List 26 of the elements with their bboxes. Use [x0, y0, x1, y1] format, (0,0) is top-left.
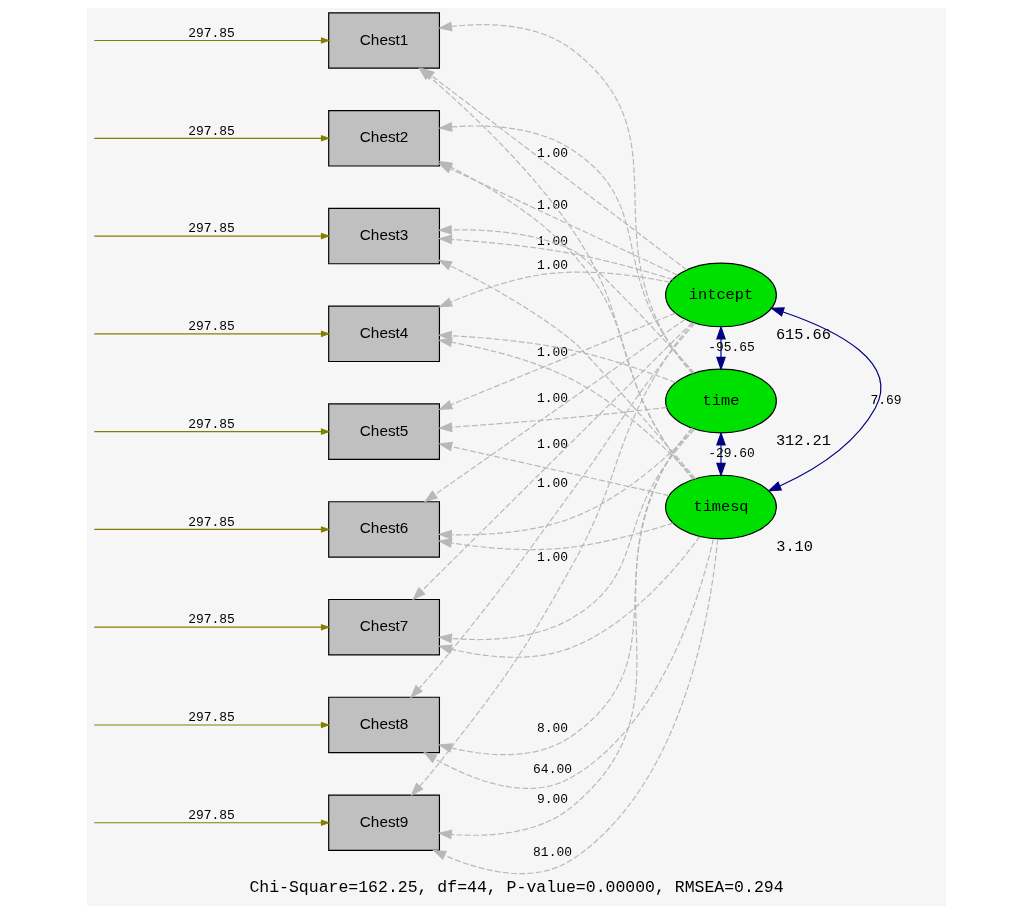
edge-label: 1.00: [536, 234, 568, 250]
edge-label: 1.00: [536, 257, 568, 273]
node-label: 615.66: [775, 326, 831, 345]
edge-label: 1.00: [536, 436, 568, 452]
edge-label: 297.85: [187, 123, 235, 139]
edge-label: 1.00: [536, 549, 568, 565]
edge-label: 297.85: [187, 514, 235, 530]
edge-label: 1.00: [536, 475, 568, 491]
edge-label: 1.00: [536, 345, 568, 360]
node-label: 312.21: [775, 432, 831, 451]
edge-label: 64.00: [532, 762, 572, 778]
edge-label: 297.85: [187, 612, 235, 628]
edge-label: 297.85: [187, 319, 235, 335]
edge-label: 1.00: [536, 197, 568, 213]
edge-label: 1.00: [536, 390, 568, 406]
node-label: 3.10: [775, 538, 813, 557]
edge-label: 8.00: [536, 720, 568, 736]
edge-label: 297.85: [187, 416, 235, 432]
edge-label: 9.00: [536, 791, 568, 807]
edge-label: 81.00: [532, 844, 572, 860]
edge-label: 297.85: [187, 221, 235, 237]
edge-label: 297.85: [187, 710, 235, 726]
edge-label: 1.00: [536, 145, 568, 161]
edge-label: 297.85: [187, 807, 235, 823]
caption: Chi-Square=162.25, df=44, P-value=0.00000, RMSEA=0.294: [248, 877, 784, 897]
edge-label: 297.85: [187, 25, 235, 41]
